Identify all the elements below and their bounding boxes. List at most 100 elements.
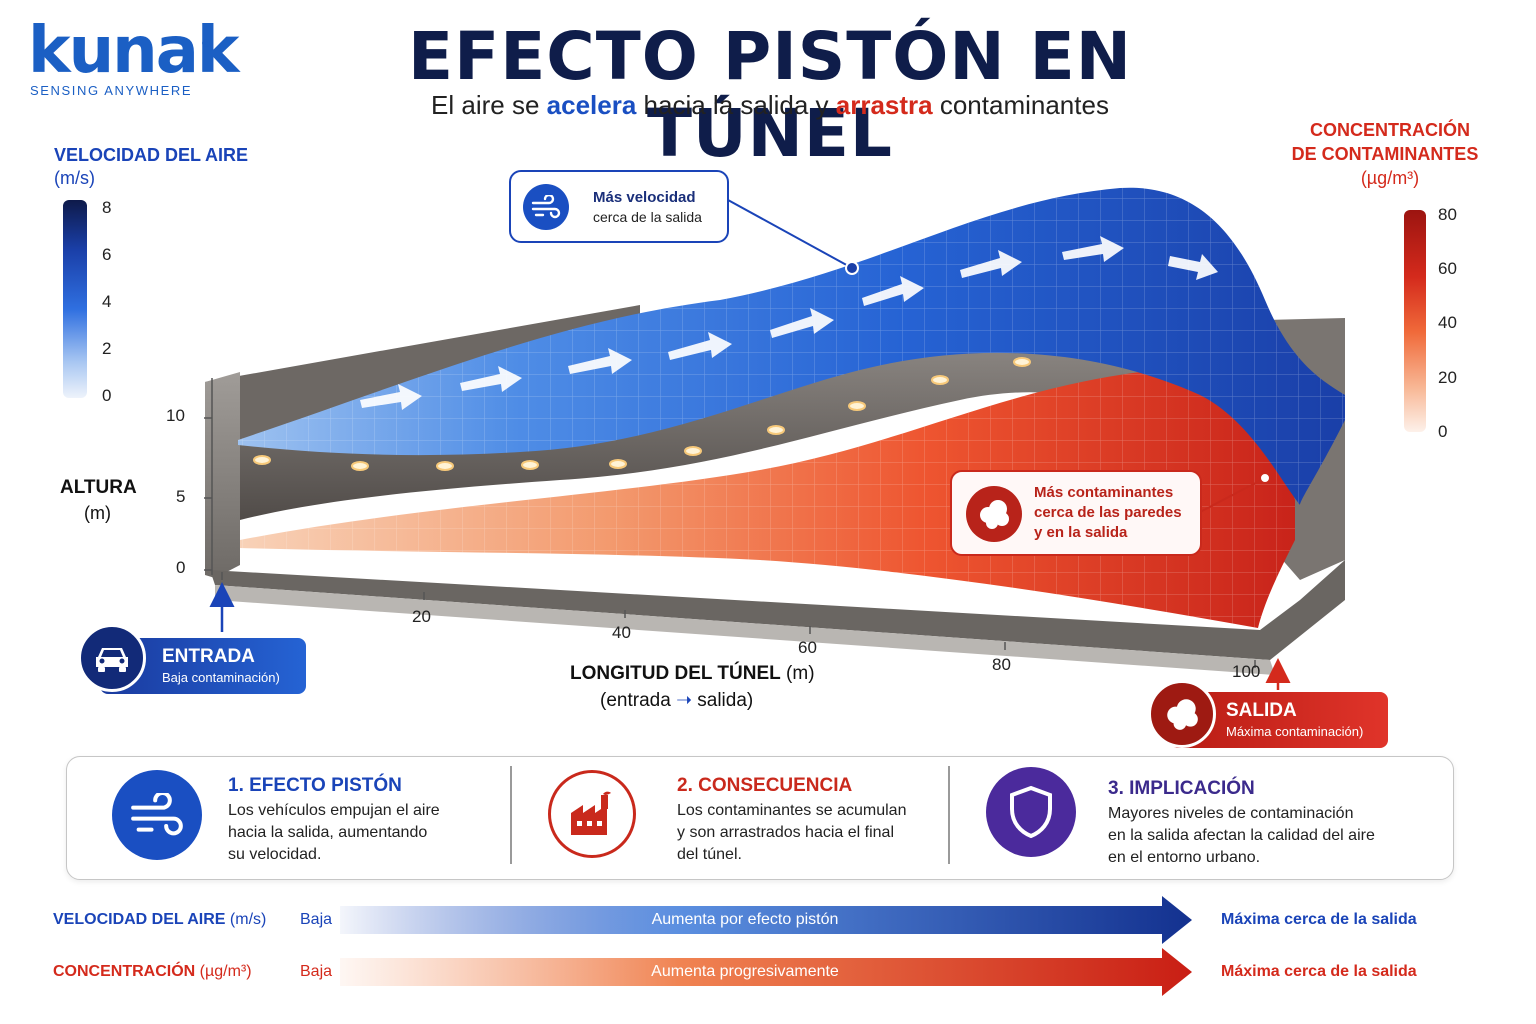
subtitle-part-3: hacia la salida y bbox=[636, 90, 836, 120]
subtitle-accent-drag: arrastra bbox=[835, 90, 933, 120]
section-1-line: Los vehículos empujan el aire bbox=[228, 802, 440, 819]
section-2-title: 2. CONSECUENCIA bbox=[677, 775, 853, 796]
section-2-line: Los contaminantes se acumulan bbox=[677, 802, 907, 819]
flow-arrow bbox=[960, 250, 1022, 278]
concentration-bar-end: Máxima cerca de la salida bbox=[1221, 963, 1417, 980]
entrance-subtitle: Baja contaminación) bbox=[162, 670, 280, 685]
concentration-gradient-arrow bbox=[340, 948, 1192, 996]
light bbox=[253, 455, 271, 465]
concentration-tick: 60 bbox=[1438, 259, 1457, 278]
flow-arrow bbox=[568, 348, 632, 374]
brand-registered-mark: ® bbox=[202, 38, 211, 50]
velocity-bar-start: Baja bbox=[300, 911, 333, 928]
brand-logo: kunak bbox=[28, 14, 239, 88]
velocity-color-bar bbox=[63, 200, 87, 398]
exit-smoke-icon bbox=[1148, 680, 1216, 748]
page-subtitle: El aire se acelera hacia la salida y arr… bbox=[300, 90, 1240, 121]
length-tick: 40 bbox=[612, 623, 631, 642]
height-tick: 5 bbox=[176, 487, 186, 506]
concentration-tick: 40 bbox=[1438, 313, 1457, 332]
section-2-line: del túnel. bbox=[677, 846, 742, 863]
velocity-tick: 8 bbox=[102, 198, 112, 217]
height-axis-unit: (m) bbox=[84, 503, 111, 523]
flow-arrow bbox=[668, 332, 732, 360]
height-tick: 10 bbox=[166, 406, 185, 425]
concentration-color-bar bbox=[1404, 210, 1426, 432]
concentration-bar-start: Baja bbox=[300, 963, 333, 980]
light bbox=[848, 401, 866, 411]
tunnel-ceiling bbox=[240, 338, 1290, 540]
length-axis-sub-right: salida) bbox=[697, 690, 754, 711]
light bbox=[521, 460, 539, 470]
concentration-tick: 80 bbox=[1438, 205, 1457, 224]
concentration-bar-label-text: CONCENTRACIÓN bbox=[53, 963, 196, 980]
tunnel-back-wall bbox=[205, 305, 640, 442]
direction-arrow-icon: ➝ bbox=[676, 690, 692, 711]
light bbox=[351, 461, 369, 471]
length-axis-title-text: LONGITUD DEL TÚNEL bbox=[570, 663, 781, 684]
velocity-bar-end: Máxima cerca de la salida bbox=[1221, 911, 1417, 928]
concentration-bar-unit: (µg/m³) bbox=[199, 963, 252, 980]
velocity-callout-line2: cerca de la salida bbox=[593, 209, 702, 225]
concentration-scale-title-2: DE CONTAMINANTES bbox=[1291, 144, 1479, 164]
section-3-title: 3. IMPLICACIÓN bbox=[1108, 778, 1255, 799]
length-axis-sub-left: (entrada bbox=[600, 690, 671, 711]
concentration-tick: 0 bbox=[1438, 422, 1448, 441]
length-axis-unit: (m) bbox=[786, 663, 815, 684]
section-1-line: hacia la salida, aumentando bbox=[228, 824, 428, 841]
velocity-callout: Más velocidad cerca de la salida bbox=[509, 170, 729, 243]
velocity-gradient-arrow bbox=[340, 896, 1192, 944]
wind-icon bbox=[523, 184, 569, 230]
section-3-text: Mayores niveles de contaminación en la s… bbox=[1108, 803, 1375, 869]
wind-icon bbox=[112, 770, 202, 860]
velocity-scale-title: VELOCIDAD DEL AIRE bbox=[54, 145, 249, 165]
concentration-bar-label: CONCENTRACIÓN (µg/m³) bbox=[53, 963, 252, 981]
height-tick: 0 bbox=[176, 558, 186, 577]
pollution-callout-line2: cerca de las paredes bbox=[1034, 504, 1182, 521]
length-axis-title: LONGITUD DEL TÚNEL (m) bbox=[570, 663, 815, 685]
brand-tagline: SENSING ANYWHERE bbox=[30, 83, 193, 98]
section-3-line: en la salida afectan la calidad del aire bbox=[1108, 827, 1375, 844]
shield-icon bbox=[986, 767, 1076, 857]
pollution-callout-line3: y en la salida bbox=[1034, 524, 1128, 541]
velocity-tick: 6 bbox=[102, 245, 112, 264]
flow-arrow bbox=[460, 366, 522, 392]
velocity-callout-leader bbox=[727, 199, 853, 269]
light bbox=[931, 375, 949, 385]
section-2-text: Los contaminantes se acumulan y son arra… bbox=[677, 800, 906, 866]
concentration-scale-title-1: CONCENTRACIÓN bbox=[1310, 120, 1470, 140]
panel-divider bbox=[510, 766, 512, 864]
entrance-title: ENTRADA bbox=[162, 646, 255, 667]
exit-title: SALIDA bbox=[1226, 700, 1297, 721]
panel-divider bbox=[948, 766, 950, 864]
factory-icon bbox=[548, 770, 636, 858]
pollution-callout-leader bbox=[1199, 477, 1266, 513]
section-1-title: 1. EFECTO PISTÓN bbox=[228, 775, 402, 796]
exit-subtitle: Máxima contaminación) bbox=[1226, 724, 1364, 739]
section-3-line: Mayores niveles de contaminación bbox=[1108, 805, 1354, 822]
length-tick: 20 bbox=[412, 607, 431, 626]
page-title: EFECTO PISTÓN EN TÚNEL bbox=[408, 18, 1132, 172]
concentration-scale-unit: (µg/m³) bbox=[1360, 168, 1420, 188]
length-tick: 100 bbox=[1232, 662, 1261, 681]
flow-arrows bbox=[360, 236, 1218, 410]
subtitle-accent-accelerate: acelera bbox=[546, 90, 637, 120]
velocity-bar-unit: (m/s) bbox=[229, 911, 267, 928]
light bbox=[609, 459, 627, 469]
velocity-bar-label-text: VELOCIDAD DEL AIRE bbox=[53, 911, 226, 928]
velocity-tick: 0 bbox=[102, 386, 112, 405]
explanation-panel bbox=[66, 756, 1454, 880]
flow-arrow bbox=[770, 308, 834, 338]
section-1-line: su velocidad. bbox=[228, 846, 322, 863]
velocity-scale-unit: (m/s) bbox=[54, 168, 95, 188]
section-2-line: y son arrastrados hacia el final bbox=[677, 824, 894, 841]
subtitle-part-1: El aire se bbox=[431, 90, 547, 120]
velocity-tick: 2 bbox=[102, 339, 112, 358]
light bbox=[1013, 357, 1031, 367]
velocity-callout-dot bbox=[845, 261, 859, 275]
velocity-callout-line1: Más velocidad bbox=[593, 189, 696, 206]
length-axis-subtitle: (entrada ➝ salida) bbox=[600, 689, 753, 712]
smoke-cloud-icon bbox=[966, 486, 1022, 542]
light bbox=[767, 425, 785, 435]
